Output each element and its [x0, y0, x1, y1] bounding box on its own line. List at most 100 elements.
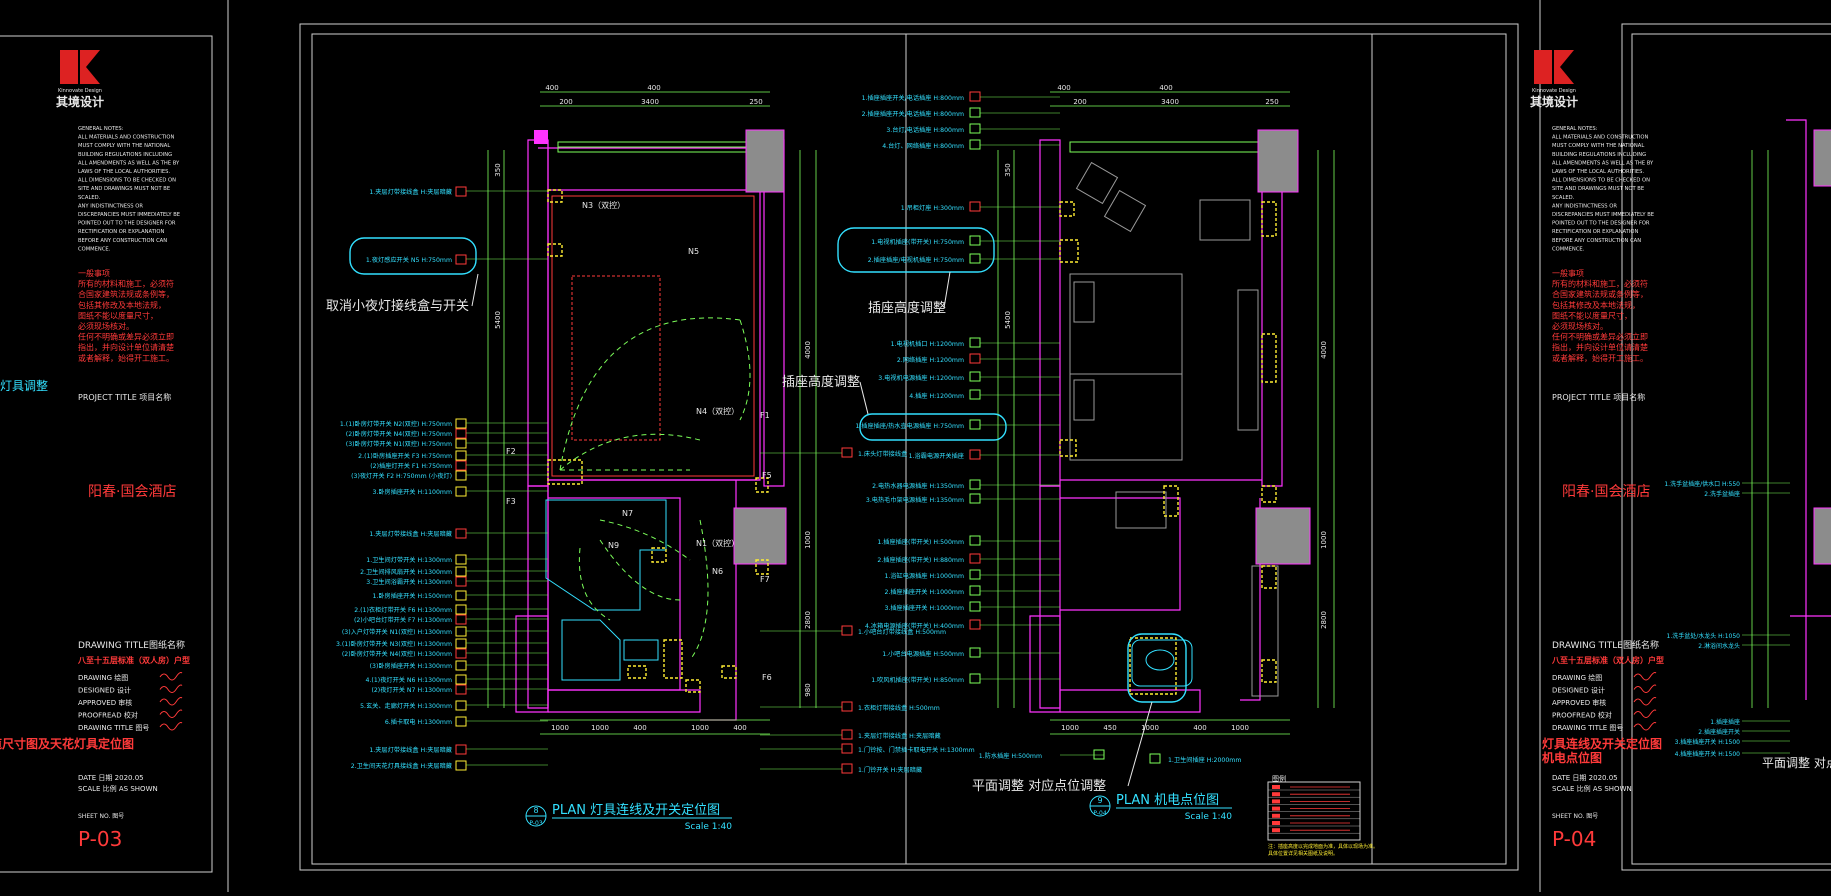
- dim-top: 3400: [1161, 98, 1179, 106]
- callout-symbol: [455, 254, 467, 265]
- svg-text:400: 400: [1159, 84, 1172, 92]
- note-en-line: ALL MATERIALS AND CONSTRUCTION: [1552, 135, 1648, 141]
- plan-right-title-text: PLAN 机电点位图: [1116, 793, 1219, 808]
- annotation-cancel-nightlight: 取消小夜灯接线盒与开关: [326, 298, 469, 314]
- callout-text: 1.插座插座开关/电话插座 H:800mm: [862, 94, 964, 102]
- callout-symbol: [969, 449, 981, 460]
- fixture-markers: [547, 189, 769, 693]
- callout-text: 2.(1)卧房插座开关 F3 H:750mm: [358, 452, 452, 460]
- callout-symbol: [455, 700, 467, 711]
- svg-text:8: 8: [533, 806, 538, 815]
- callout-text: 1.夜灯感应开关 N5 H:750mm: [366, 256, 452, 264]
- callout-symbol: [969, 371, 981, 382]
- sign-row: DRAWING 绘图: [78, 673, 128, 682]
- note-cn-line: 指出，并向设计单位请清楚: [1552, 342, 1648, 352]
- dim-side: 5400: [494, 311, 502, 329]
- dim-bottom: 400: [633, 724, 646, 732]
- plan-left-title: 8 P-03 PLAN 灯具连线及开关定位图 Scale 1:40: [525, 802, 732, 832]
- svg-text:400: 400: [647, 84, 660, 92]
- callout-symbol: [969, 201, 981, 212]
- note-en-line: SCALED.: [78, 195, 101, 201]
- wiring-lines: [559, 317, 751, 661]
- legend-swatch: [1272, 828, 1280, 833]
- note-cn-line: 图纸不能以度量尺寸，: [1552, 310, 1632, 320]
- callout-text: 3.卧房插座开关 H:1100mm: [372, 488, 452, 496]
- callout-symbol: [969, 647, 981, 658]
- legend-swatch: [1272, 821, 1280, 825]
- logo-text: 其境设计: [56, 94, 104, 109]
- note-cn-line: 任何不明确或差异必须立即: [1552, 332, 1648, 342]
- callout-text: (2)插座灯开关 F1 H:750mm: [370, 462, 452, 470]
- note-en-line: LAWS OF THE LOCAL AUTHORITIES.: [1552, 169, 1644, 175]
- note-cn-line: 所有的材料和施工，必须符: [78, 279, 174, 289]
- dim-side: 1000: [804, 531, 812, 549]
- dimension-lines: [487, 91, 817, 735]
- circuit-label: N7: [622, 509, 633, 518]
- callout-text: 3.(1)卧房灯带开关 N3(双控) H:1300mm: [336, 640, 452, 648]
- callout-symbol: [455, 528, 467, 539]
- plan-right-scale: Scale 1:40: [1185, 812, 1233, 822]
- logo-text: 其境设计: [1530, 94, 1578, 109]
- dim-side: 350: [1004, 163, 1012, 176]
- date-row: DATE 日期 2020.05: [78, 774, 144, 782]
- note-cn-line: 一般事项: [1552, 268, 1584, 278]
- note-cn-line: 或者解释，始得开工施工。: [1552, 353, 1648, 363]
- plan-left-title-text: PLAN 灯具连线及开关定位图: [552, 802, 720, 818]
- drawing-title-label: DRAWING TITLE图纸名称: [1552, 639, 1659, 651]
- frame-right-inner: [1631, 33, 1831, 865]
- callout-text: 1.插座插座: [1710, 718, 1740, 726]
- note-en-line: RECTIFICATION OR EXPLANATION: [1552, 229, 1638, 235]
- callout-text: 4.(1)夜灯开关 N6 H:1300mm: [366, 676, 452, 684]
- frame-main-outer: [299, 23, 1519, 871]
- callout-text: (2)卧房灯带开关 N4(双控) H:750mm: [346, 430, 452, 438]
- note-cn-line: 图纸不能以度量尺寸，: [78, 310, 158, 320]
- callout-symbol: [1093, 749, 1105, 760]
- scale-row: SCALE 比例 AS SHOWN: [78, 784, 158, 793]
- callout-text: 1.夹层灯带接线盒 H:夹层暗藏: [369, 188, 452, 196]
- callout-symbol: [455, 428, 467, 439]
- annotation-outlet-height-2: 插座高度调整: [782, 374, 860, 390]
- logo-sub: Kinnovate Design: [58, 88, 102, 94]
- note-en-line: SITE AND DRAWINGS MUST NOT BE: [1552, 186, 1644, 192]
- note-en-line: BEFORE ANY CONSTRUCTION CAN: [78, 238, 167, 244]
- callout-text: 2.洗手盆插座: [1704, 490, 1740, 498]
- circuit-label: N1（双控）: [696, 538, 739, 548]
- callout-text: 3.台灯/电话插座 H:800mm: [886, 126, 964, 134]
- dim-top: 200: [559, 98, 572, 106]
- callout-symbol: [455, 486, 467, 497]
- legend-table: 图例 注：插座高度以完成地面为准，具体以现场为准。 具体位置详见相关图纸及说明。: [1267, 774, 1378, 857]
- callout-text: (3)入户灯带开关 N1(双控) H:1300mm: [342, 628, 452, 636]
- dim-top: 250: [1265, 98, 1278, 106]
- callout-text: 3.卫生间浴霸开关 H:1300mm: [366, 578, 452, 586]
- callout-symbol: [969, 139, 981, 150]
- callout-text: 4.台灯、网络插座 H:800mm: [882, 142, 964, 150]
- column: [745, 129, 785, 193]
- bath-fixtures: [1131, 639, 1193, 687]
- sheet-no-label: SHEET NO. 图号: [78, 813, 124, 820]
- callout-text: (3)卧房灯带开关 N1(双控) H:750mm: [346, 440, 452, 448]
- callout-symbol: [455, 626, 467, 637]
- callout-symbol: [455, 470, 467, 481]
- room-type: 八至十五层标准（双人房）户型: [77, 655, 190, 665]
- callout-symbol: [841, 763, 853, 774]
- sign-row: DESIGNED 设计: [78, 686, 131, 695]
- project-title-label: PROJECT TITLE 项目名称: [78, 392, 171, 402]
- logo-icon: [1534, 50, 1552, 84]
- callout-symbol: [455, 760, 467, 771]
- dim-side: 5400: [1004, 311, 1012, 329]
- callout-text: 3.电热毛巾架电源插座 H:1350mm: [866, 496, 964, 504]
- note-en-line: ALL DIMENSIONS TO BE CHECKED ON: [78, 178, 176, 184]
- circuit-label: N4（双控）: [696, 406, 739, 416]
- callout-symbol: [841, 701, 853, 712]
- note-cn-line: 必须现场核对。: [78, 321, 134, 331]
- note-cn-line: 或者解释，始得开工施工。: [78, 353, 174, 363]
- dim-bottom: 1000: [1231, 724, 1249, 732]
- callout-text: 1.电视机插口 H:1200mm: [891, 340, 964, 348]
- note-en-line: DISCREPANCIES MUST IMMEDIATELY BE: [1552, 212, 1654, 218]
- svg-text:注：插座高度以完成地面为准，具体以现场为准。: 注：插座高度以完成地面为准，具体以现场为准。: [1268, 843, 1378, 850]
